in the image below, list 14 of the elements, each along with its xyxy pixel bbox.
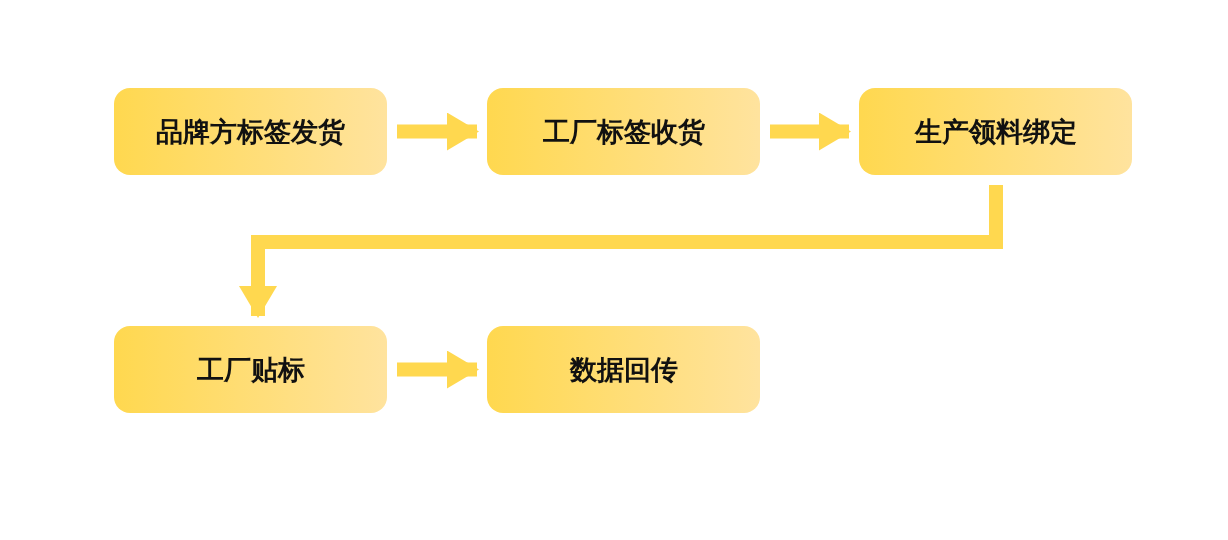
step-label: 数据回传 — [569, 352, 678, 387]
step-label: 工厂标签收货 — [542, 114, 705, 149]
process-box — [487, 88, 760, 175]
arrow — [397, 112, 479, 151]
step-label: 生产领料绑定 — [914, 114, 1077, 149]
arrow — [397, 350, 479, 389]
process-box — [859, 88, 1132, 175]
process-box — [114, 326, 387, 413]
process-box — [114, 88, 387, 175]
arrow — [770, 112, 851, 151]
step-label: 品牌方标签发货 — [156, 114, 345, 149]
step-label: 工厂贴标 — [196, 352, 305, 387]
arrow — [239, 185, 1003, 318]
process-box — [487, 326, 760, 413]
